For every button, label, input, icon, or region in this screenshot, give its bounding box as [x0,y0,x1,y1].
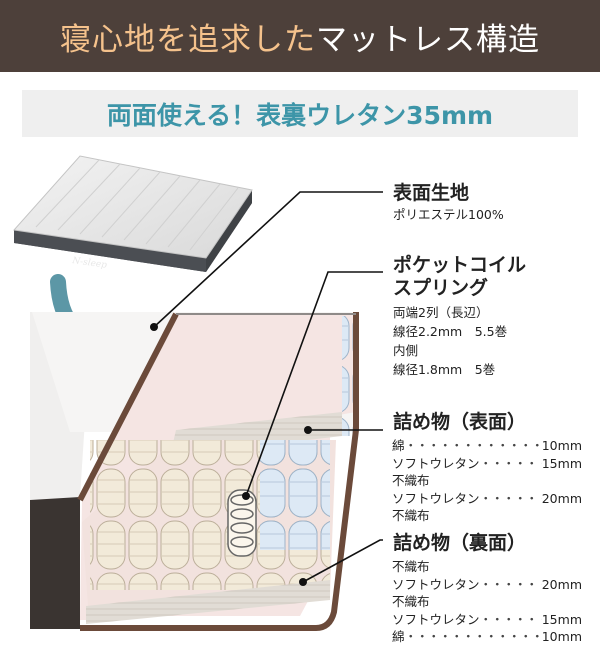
surface-desc: ポリエステル100% [393,207,504,222]
dot-leader [480,576,542,594]
label-surface-fabric: 表面生地 ポリエステル100% [393,182,504,224]
label-fill-top: 詰め物（表面） 綿10mmソフトウレタン15mm不織布ソフトウレタン20mm不織… [392,411,582,525]
dot-leader [480,455,542,473]
coil-line: 内側 [393,343,419,358]
layer-name: 綿 [392,438,405,453]
coil-title-2: スプリング [393,277,489,299]
layer-name: ソフトウレタン [392,611,480,627]
leader-lines [150,191,383,586]
header-title: マットレス構造 [316,21,540,58]
layer-thickness: 15mm [541,455,582,471]
layer-name: 不織布 [392,559,430,574]
layer-name: ソフトウレタン [392,455,480,471]
layer-name: 不織布 [392,594,430,609]
coil-title-1: ポケットコイル [393,254,527,276]
layer-row: ソフトウレタン 15mm [392,455,582,473]
layer-row: ソフトウレタン 20mm [392,576,582,594]
dot-leader [480,490,542,508]
layer-thickness: 20mm [541,490,582,506]
fill-top-title: 詰め物（表面） [393,411,527,433]
cross-section [30,312,359,631]
layer-thickness: 15mm [541,611,582,627]
subheading-bar: 両面使える！表裏ウレタン35mm [22,90,578,137]
coil-line: 両端2列（長辺） [393,305,489,320]
layer-row: 綿 10mm [392,628,582,646]
coil-line: 線径2.2mm 5.5巻 [393,324,508,339]
layer-row: 不織布 [392,593,582,611]
layer-thickness: 20mm [541,576,582,592]
mattress-thumbnail: N-sleep [13,155,253,272]
layer-name: ソフトウレタン [392,576,480,592]
layer-name: 不織布 [392,508,430,523]
layer-name: ソフトウレタン [392,490,480,506]
surface-title: 表面生地 [393,182,470,204]
page-header: 寝心地を追求したマットレス構造 [0,0,600,72]
layer-row: ソフトウレタン 15mm [392,611,582,629]
layer-name: 綿 [392,629,405,644]
dot-leader [405,437,542,455]
dot-leader [480,611,542,629]
layer-row: 不織布 [392,558,582,576]
label-pocket-coil: ポケットコイル スプリング 両端2列（長辺） 線径2.2mm 5.5巻 内側 線… [393,254,526,379]
layer-thickness: 10mm [541,629,582,644]
brand-tag: N-sleep [71,256,108,271]
layer-row: ソフトウレタン 20mm [392,490,582,508]
layer-row: 不織布 [392,507,582,525]
label-fill-bottom: 詰め物（裏面） 不織布ソフトウレタン20mm不織布ソフトウレタン15mm綿10m… [392,532,582,646]
layer-row: 綿 10mm [392,437,582,455]
layer-row: 不織布 [392,472,582,490]
dot-leader [405,628,542,646]
subheading: 両面使える！表裏ウレタン35mm [106,100,494,130]
coil-line: 線径1.8mm 5巻 [393,362,496,377]
fill-bottom-title: 詰め物（裏面） [393,532,527,554]
header-highlight: 寝心地を追求した [60,21,316,58]
layer-name: 不織布 [392,473,430,488]
layer-thickness: 10mm [541,438,582,453]
